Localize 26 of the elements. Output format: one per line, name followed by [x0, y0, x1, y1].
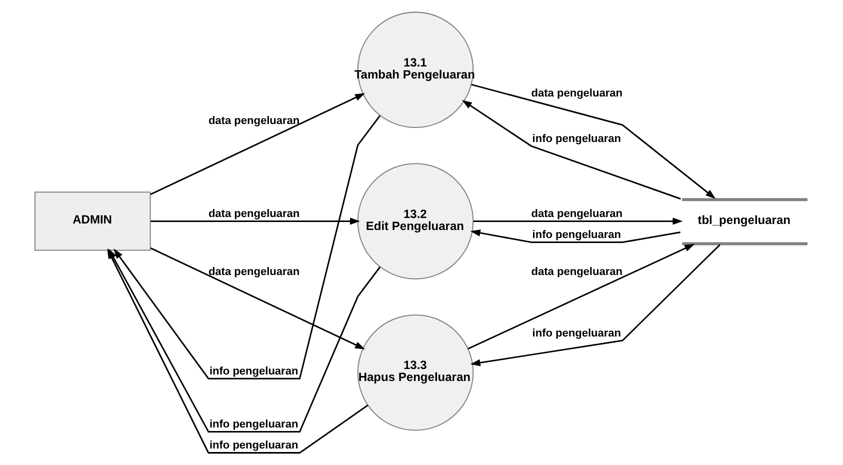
arrow [473, 218, 682, 225]
arrow [113, 115, 380, 380]
node-circle: 13.3 Hapus Pengeluaran [356, 314, 474, 431]
arrow [467, 244, 694, 350]
edge-label: data pengeluaran [530, 88, 622, 100]
edge-label: data pengeluaran [208, 208, 300, 220]
edge-label: data pengeluaran [530, 266, 622, 278]
arrow [150, 93, 365, 196]
arrow [470, 84, 716, 199]
edge-label: data pengeluaran [208, 114, 300, 127]
edge-label: data pengeluaran [208, 266, 300, 278]
edge-label: info pengeluaran [532, 229, 621, 242]
edge-label: info pengeluaran [532, 132, 621, 145]
arrow [470, 244, 720, 366]
arrow [150, 247, 365, 350]
node-text: tbl_pengeluaran [697, 212, 790, 227]
edge-label: info pengeluaran [208, 365, 298, 378]
edge-label: info pengeluaran [208, 440, 298, 452]
arrow [150, 218, 360, 225]
edge-label: data pengeluaran [530, 208, 622, 220]
arrow [470, 229, 680, 244]
arrow [461, 100, 680, 200]
edge-label: info pengeluaran [208, 418, 298, 431]
node-circle: 13.2 Edit Pengeluaran [356, 163, 474, 280]
node-box: ADMIN [34, 192, 150, 251]
edge-label: info pengeluaran [532, 327, 621, 340]
